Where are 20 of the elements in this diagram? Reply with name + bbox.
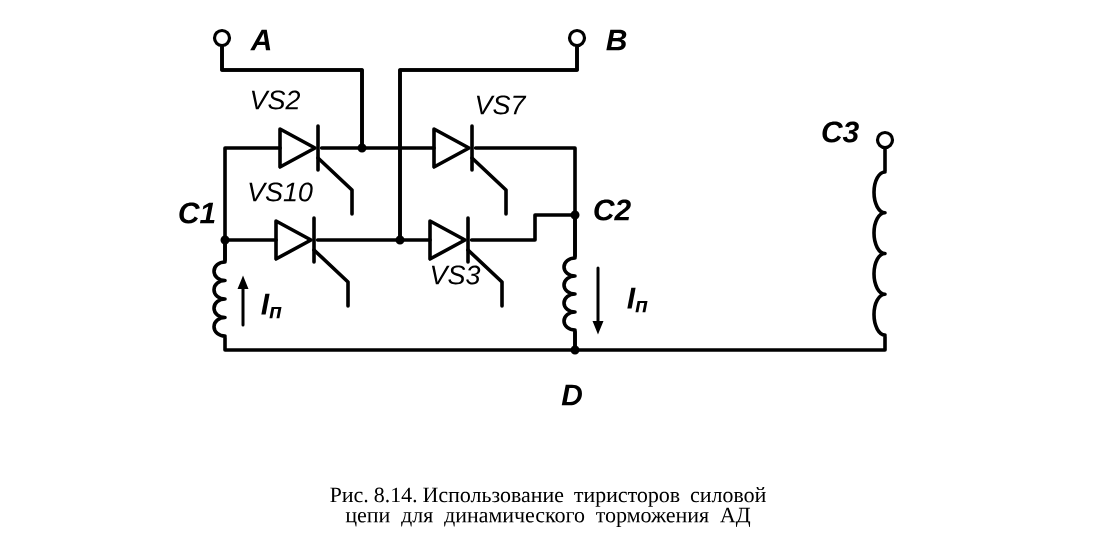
terminal-label: C2 bbox=[594, 199, 631, 221]
current-label: I$_{п}$ bbox=[627, 287, 648, 313]
thyristor-label: VS7 bbox=[476, 95, 527, 115]
wire bbox=[398, 45, 579, 242]
current-label: I$_{п}$ bbox=[261, 293, 282, 319]
wire bbox=[220, 45, 436, 150]
wire bbox=[469, 213, 577, 258]
terminal-label: C1 bbox=[179, 202, 215, 224]
terminal-label: A bbox=[250, 29, 271, 51]
thyristor-label: VS3 bbox=[431, 265, 481, 285]
wire bbox=[883, 147, 887, 172]
thyristor-label: VS10 bbox=[249, 182, 313, 202]
wire bbox=[573, 330, 887, 352]
inductor-coil bbox=[872, 170, 887, 337]
terminal-label: C3 bbox=[822, 121, 859, 143]
terminal-label: D bbox=[561, 384, 582, 406]
thyristor-label: VS2 bbox=[251, 90, 301, 110]
terminal-label: B bbox=[606, 29, 627, 51]
wire bbox=[223, 238, 278, 262]
caption: Рис. 8.14. Использование тиристоров силовой цепи для динамического торможения АД bbox=[330, 487, 766, 527]
